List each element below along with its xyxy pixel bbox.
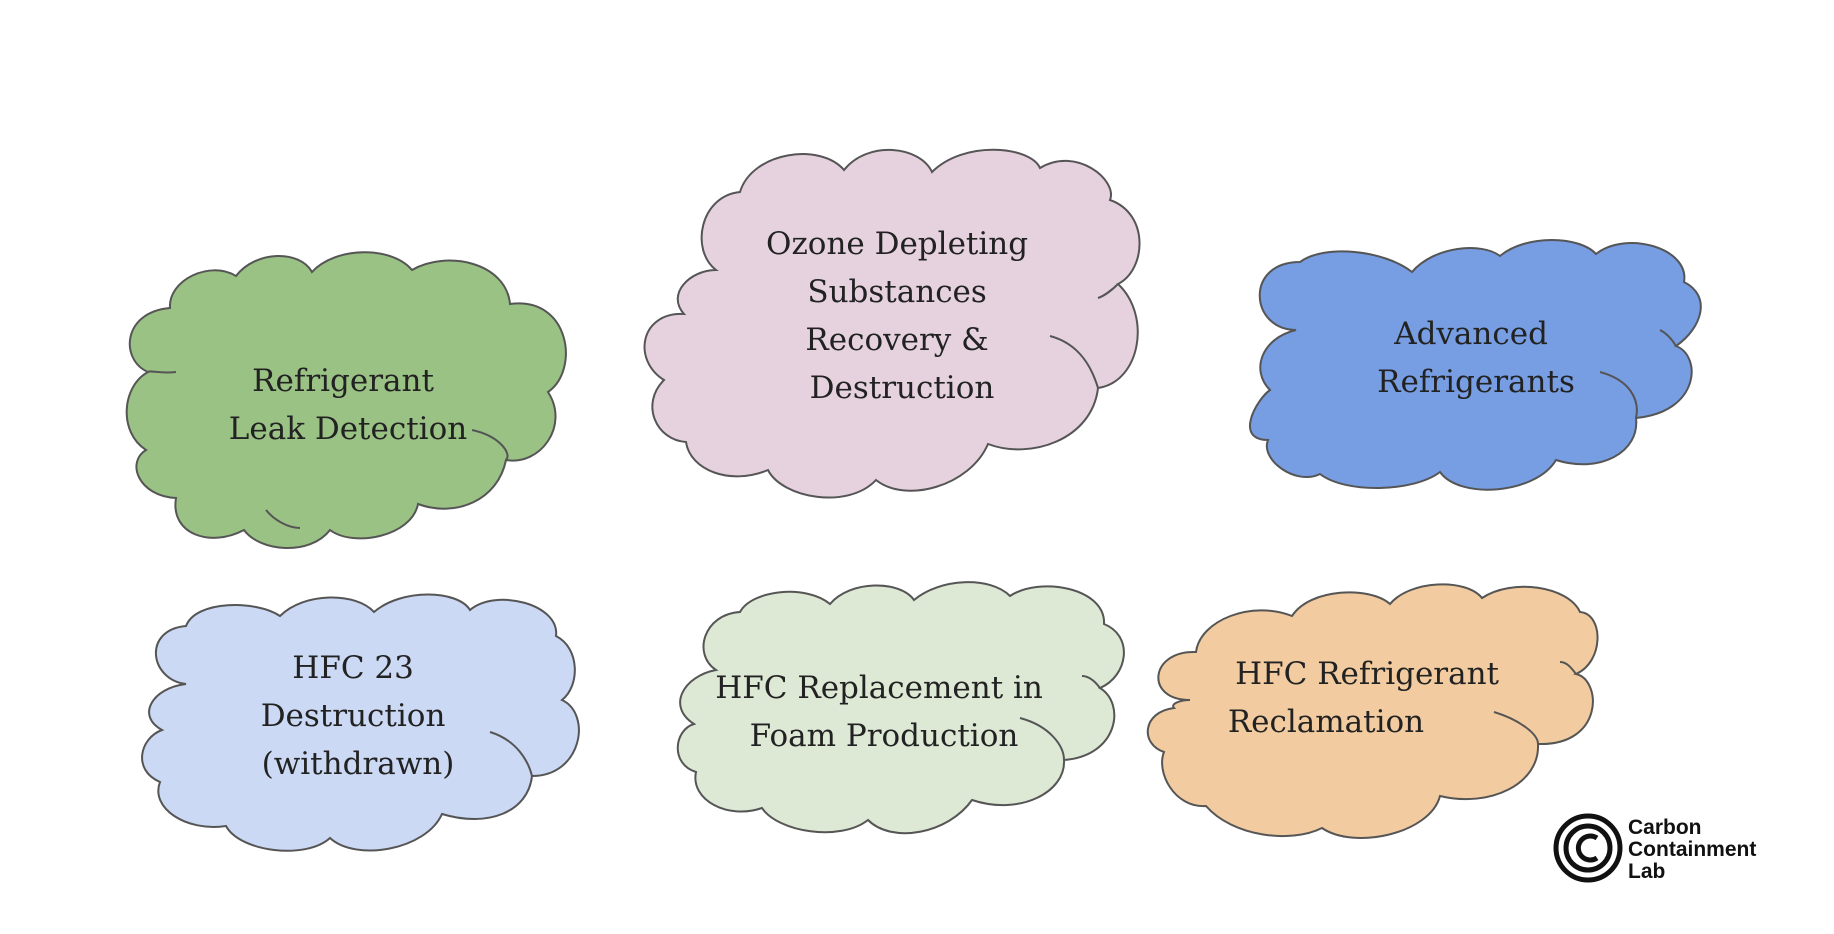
cloud-label-line: Leak Detection	[229, 411, 467, 447]
logo-text-line: Containment	[1628, 838, 1756, 861]
cloud-shape	[1248, 239, 1702, 491]
cloud-hfc-refrigerant-reclamation: HFC Refrigerant Reclamation	[1146, 583, 1599, 839]
svg-text:HFC 23 Destruction: HFC 23 Destruction (withdrawn)	[261, 650, 456, 782]
cloud-shape	[643, 148, 1141, 499]
logo: Carbon Containment Lab	[1553, 813, 1762, 883]
cloud-label-line: Ozone Depleting	[766, 226, 1028, 262]
cloud-label-line: Foam Production	[750, 718, 1019, 754]
cloud-label-line: Substances	[807, 274, 986, 310]
cloud-label-line: Recovery &	[805, 322, 988, 358]
svg-text:HFC Refrigerant Reclamat: HFC Refrigerant Reclamation	[1228, 656, 1509, 740]
cloud-label-line: Refrigerants	[1377, 364, 1575, 400]
c-circle-icon	[1553, 813, 1623, 883]
cloud-hfc-23-destruction: HFC 23 Destruction (withdrawn)	[141, 593, 580, 852]
svg-text:Refrigerant Leak Detecti: Refrigerant Leak Detection	[229, 363, 467, 447]
cloud-label-line: HFC 23	[292, 650, 414, 686]
cloud-label-line: HFC Refrigerant	[1235, 656, 1499, 692]
cloud-label-line: HFC Replacement in	[715, 670, 1043, 706]
cloud-advanced-refrigerants: Advanced Refrigerants	[1248, 239, 1702, 491]
cloud-label-line: Destruction	[810, 370, 995, 406]
cloud-label-line: (withdrawn)	[262, 746, 455, 782]
svg-text:Advanced Refrigerants: Advanced Refrigerants	[1377, 316, 1575, 400]
cloud-label-line: Advanced	[1393, 316, 1548, 352]
cloud-shape	[125, 251, 567, 549]
cloud-label-line: Refrigerant	[252, 363, 434, 399]
cloud-shape	[676, 581, 1125, 835]
logo-text-line: Lab	[1628, 860, 1665, 883]
svg-text:Ozone Depleting Substanc: Ozone Depleting Substances Recovery & De…	[766, 226, 1038, 406]
svg-text:Carbon Containment: Carbon Containment Lab	[1628, 816, 1762, 883]
cloud-refrigerant-leak-detection: Refrigerant Leak Detection	[125, 251, 567, 549]
cloud-ozone-depleting-substances: Ozone Depleting Substances Recovery & De…	[643, 148, 1141, 499]
logo-text-line: Carbon	[1628, 816, 1702, 839]
cloud-label-line: Destruction	[261, 698, 446, 734]
cloud-label-line: Reclamation	[1228, 704, 1424, 740]
cloud-shape	[1146, 583, 1599, 839]
cloud-hfc-replacement-foam: HFC Replacement in Foam Production	[676, 581, 1125, 835]
cloud-shape	[141, 593, 580, 852]
svg-text:HFC Replacement in Foam: HFC Replacement in Foam Production	[715, 670, 1053, 754]
